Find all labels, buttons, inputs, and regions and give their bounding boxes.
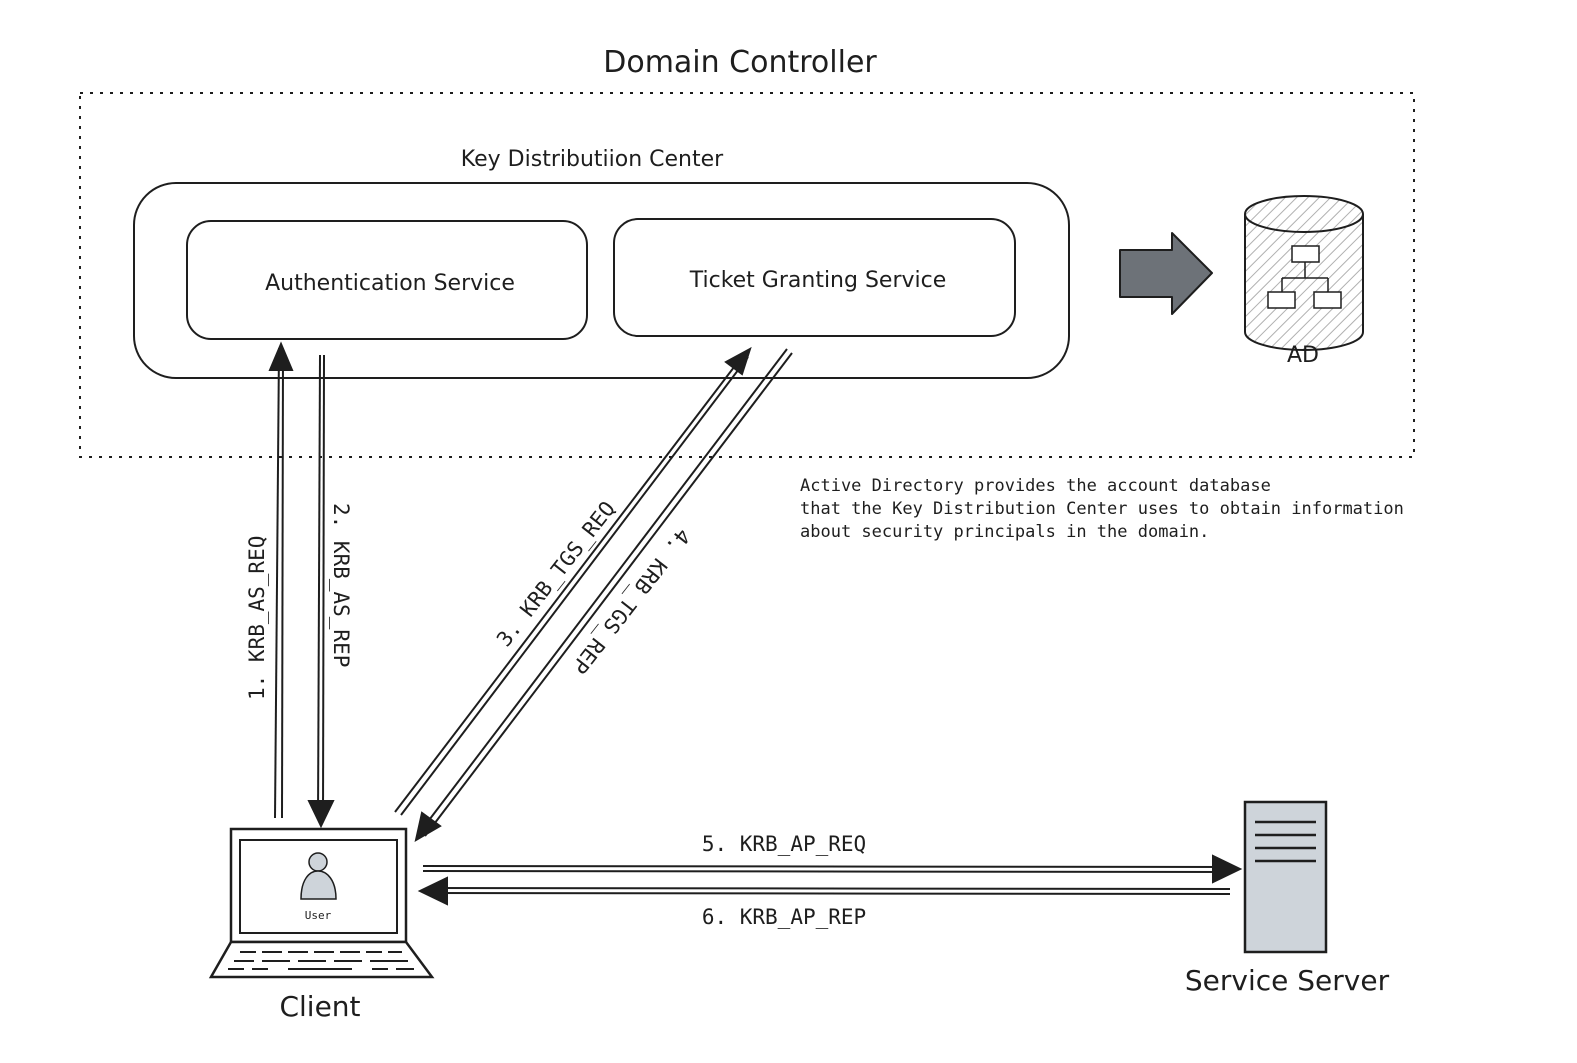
active-directory-note: Active Directory provides the account da… (800, 476, 1404, 542)
arrow-ap-req (422, 854, 1243, 884)
active-directory-database-icon (1244, 195, 1364, 351)
database-cylinder-body (1244, 214, 1364, 351)
message-as-rep: 2. KRB_AS_REP (329, 503, 353, 667)
laptop-icon (208, 827, 435, 979)
note-line-3: about security principals in the domain. (800, 522, 1209, 542)
note-line-1: Active Directory provides the account da… (800, 476, 1271, 496)
user-label: User (305, 909, 332, 922)
note-line-2: that the Key Distribution Center uses to… (800, 499, 1404, 519)
ticket-granting-service-label: Ticket Granting Service (689, 268, 947, 293)
kdc-to-ad-arrow (1119, 232, 1213, 315)
message-ap-rep: 6. KRB_AP_REP (702, 905, 866, 929)
server-tower (1243, 800, 1328, 954)
authentication-service: Authentication Service (186, 220, 588, 340)
arrow-tgs-req (394, 346, 752, 816)
arrow-tgs-rep (414, 348, 793, 843)
kdc-title: Key Distributiion Center (461, 147, 724, 172)
authentication-service-box (186, 220, 588, 340)
authentication-service-label: Authentication Service (265, 271, 515, 296)
client-label: Client (279, 990, 360, 1023)
arrow-ap-rep (417, 876, 1231, 906)
arrow-as-req (268, 341, 294, 819)
database-cylinder-top (1244, 195, 1364, 233)
server-icon (1243, 800, 1328, 954)
ticket-granting-service: Ticket Granting Service (613, 218, 1016, 337)
org-chart-icon (1267, 245, 1342, 309)
message-as-req: 1. KRB_AS_REQ (245, 536, 269, 700)
user-icon (300, 852, 337, 900)
domain-controller-title: Domain Controller (603, 45, 877, 80)
active-directory-label: AD (1287, 343, 1319, 368)
message-ap-req: 5. KRB_AP_REQ (702, 832, 866, 856)
laptop-keyboard-base (208, 940, 435, 979)
ticket-granting-service-box (613, 218, 1016, 337)
kdc-container (133, 182, 1070, 379)
service-server-label: Service Server (1185, 964, 1390, 997)
arrow-as-rep (307, 354, 335, 829)
